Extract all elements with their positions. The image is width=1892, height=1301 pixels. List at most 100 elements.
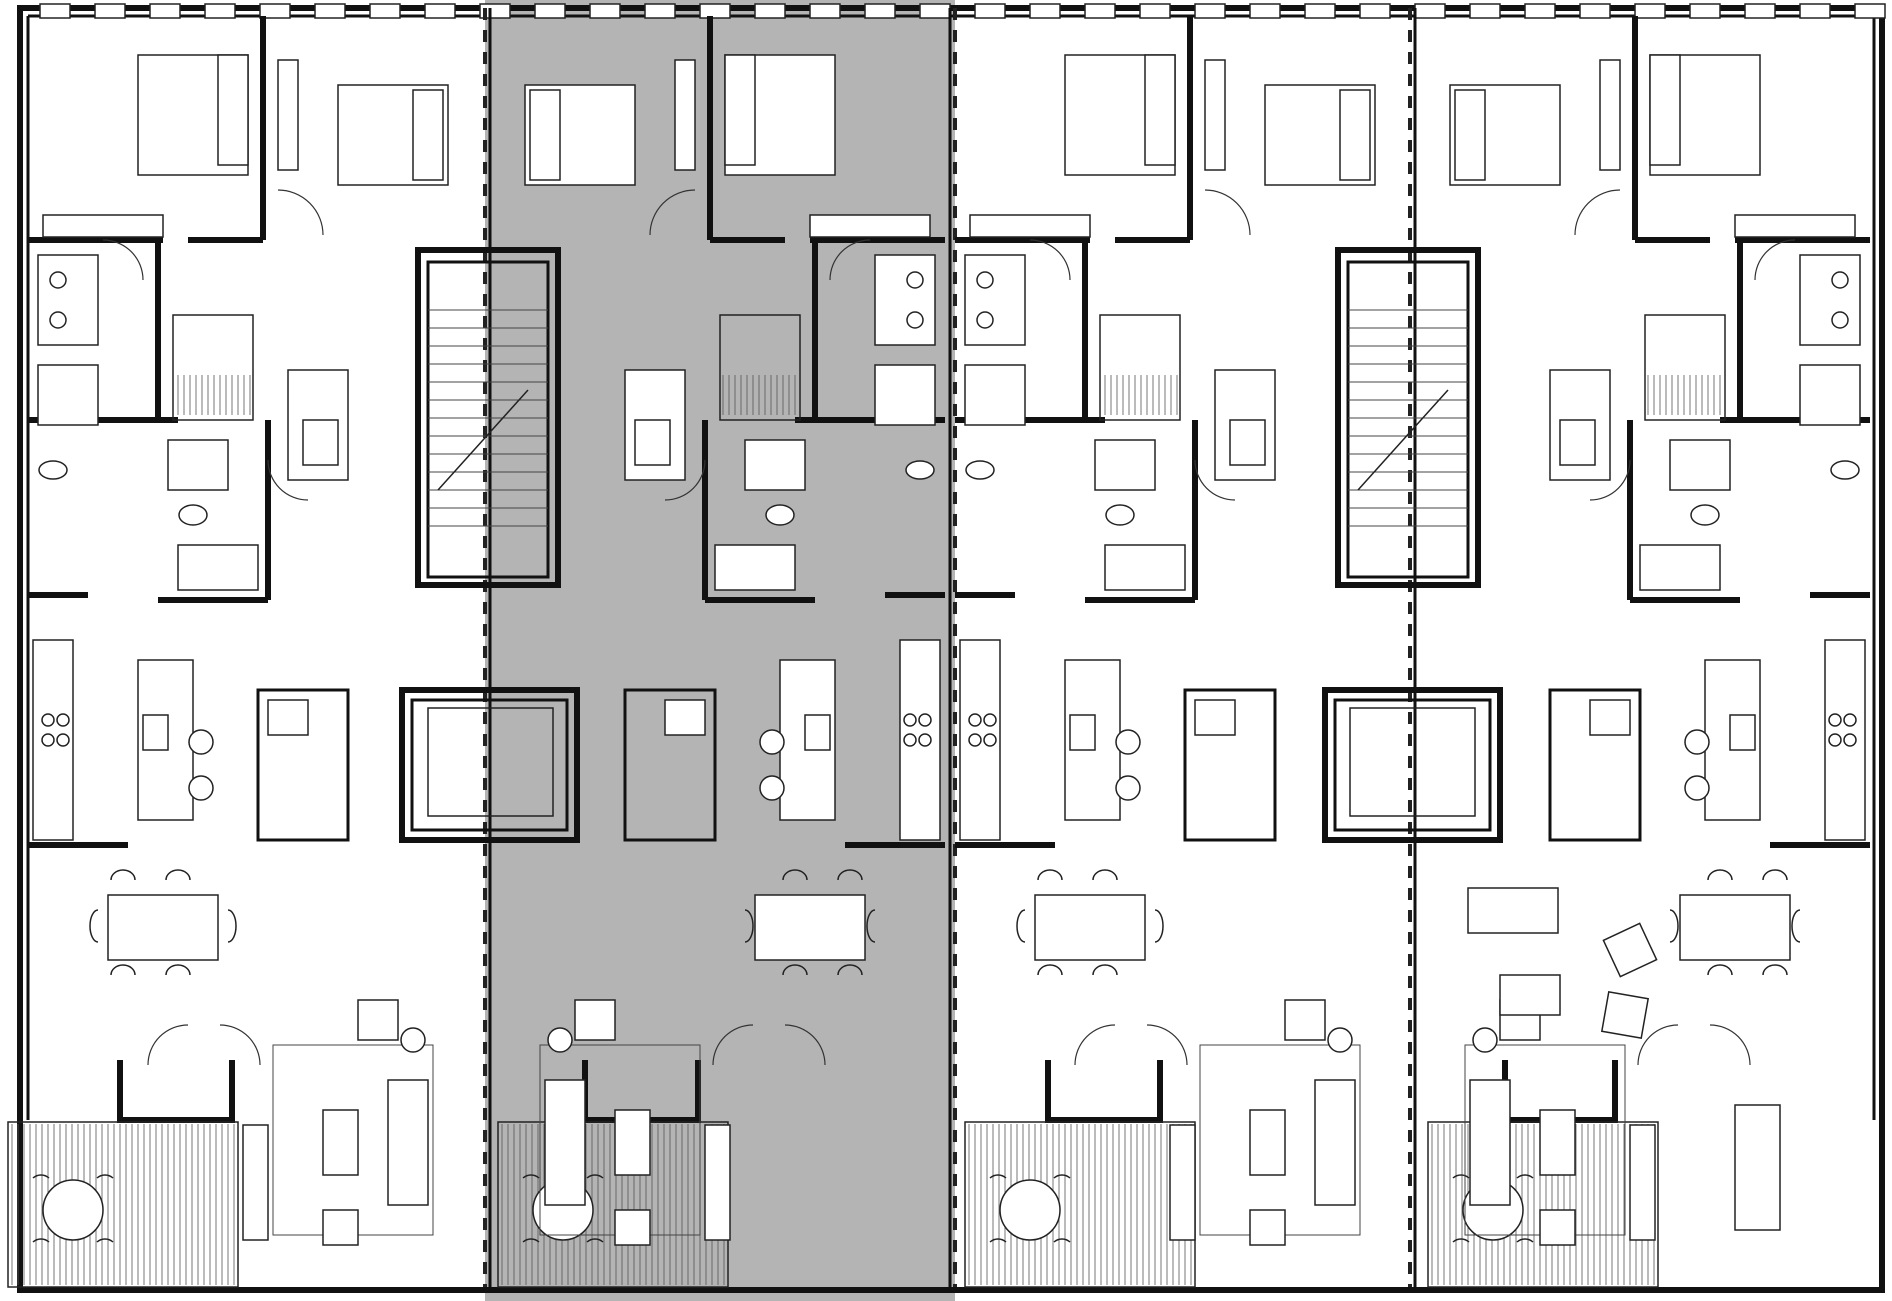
patio-door — [147, 1024, 189, 1066]
sofa — [544, 1079, 586, 1206]
dining-chair — [1707, 869, 1733, 881]
balcony-chair — [1516, 1174, 1534, 1179]
sofa — [1314, 1079, 1356, 1206]
window — [644, 3, 676, 19]
bath2-sink — [1669, 439, 1731, 491]
party-walls — [483, 8, 1417, 1290]
elevator-right — [1322, 687, 1503, 843]
storage-shelf — [1194, 699, 1236, 736]
toilet — [1690, 504, 1720, 526]
stair-break-line — [1357, 389, 1449, 491]
dining-chair — [837, 869, 863, 881]
unit-interiors — [28, 16, 1870, 1246]
cooktop-burner — [56, 733, 70, 747]
bathtub — [177, 544, 259, 591]
window — [1304, 3, 1336, 19]
sofa — [1469, 1079, 1511, 1206]
wardrobe — [674, 59, 696, 171]
armchair — [614, 1209, 651, 1246]
bed-pillow — [1144, 54, 1176, 166]
stool — [759, 729, 785, 755]
bed-pillow — [1454, 89, 1486, 181]
dining-table — [107, 894, 219, 961]
dresser — [1734, 214, 1856, 238]
window — [1524, 3, 1556, 19]
door-swing — [664, 459, 706, 501]
bathtub — [1104, 544, 1186, 591]
window — [1084, 3, 1116, 19]
sink — [976, 311, 994, 329]
island-sink — [1069, 714, 1096, 751]
dining-chair — [165, 869, 191, 881]
balcony-chair — [586, 1238, 604, 1243]
media-console — [1169, 1124, 1196, 1241]
window — [479, 3, 511, 19]
window — [589, 3, 621, 19]
balcony-chair — [96, 1238, 114, 1243]
wardrobe — [277, 59, 299, 171]
bathtub — [1639, 544, 1721, 591]
shower — [874, 364, 936, 426]
dining-chair — [1037, 964, 1063, 976]
stool — [188, 775, 214, 801]
patio-door — [1637, 1024, 1679, 1066]
dining-chair — [89, 909, 99, 943]
window — [94, 3, 126, 19]
bed-pillow — [412, 89, 444, 181]
cooktop-burner — [1843, 733, 1857, 747]
window — [1249, 3, 1281, 19]
lounge-chair — [574, 999, 616, 1041]
closet-outline — [172, 314, 254, 421]
dresser — [809, 214, 931, 238]
toilet — [1830, 460, 1860, 480]
balcony-chair — [1452, 1238, 1470, 1243]
storage — [1183, 688, 1277, 842]
cooktop-burner — [983, 733, 997, 747]
dining-table — [1034, 894, 1146, 961]
dining-chair — [1669, 909, 1679, 943]
dining-chair — [165, 964, 191, 976]
closet-outline — [1099, 314, 1181, 421]
cooktop-burner — [968, 713, 982, 727]
closet-outline — [1644, 314, 1726, 421]
island-sink — [142, 714, 169, 751]
dining-chair — [1092, 869, 1118, 881]
cooktop-burner — [41, 713, 55, 727]
window — [1029, 3, 1061, 19]
toilet — [905, 460, 935, 480]
window — [754, 3, 786, 19]
cooktop-burner — [1828, 733, 1842, 747]
window — [1414, 3, 1446, 19]
elevator-left — [399, 687, 580, 843]
window — [1799, 3, 1831, 19]
bed-pillow — [1649, 54, 1681, 166]
storage-shelf — [1589, 699, 1631, 736]
window — [809, 3, 841, 19]
balcony-chair — [522, 1174, 540, 1179]
sink — [49, 271, 67, 289]
dining-chair — [866, 909, 876, 943]
cooktop-burner — [1828, 713, 1842, 727]
side-table — [547, 1027, 573, 1053]
cooktop-burner — [903, 733, 917, 747]
island-sink — [1729, 714, 1756, 751]
balcony-chair — [32, 1174, 50, 1179]
window — [534, 3, 566, 19]
unit-2 — [524, 16, 945, 1246]
lounge-chair — [1602, 922, 1658, 978]
coffee-table — [1539, 1109, 1576, 1176]
dining-chair — [227, 909, 237, 943]
wardrobe — [1599, 59, 1621, 171]
side-table — [1327, 1027, 1353, 1053]
dining-chair — [1037, 869, 1063, 881]
media-console — [1629, 1124, 1656, 1241]
vanity — [37, 254, 99, 346]
sofa — [387, 1079, 429, 1206]
balcony-table — [42, 1179, 104, 1241]
dining-table — [754, 894, 866, 961]
cooktop-burner — [918, 733, 932, 747]
dining-chair — [1092, 964, 1118, 976]
balcony-table — [999, 1179, 1061, 1241]
storage — [623, 688, 717, 842]
bed-pillow — [1339, 89, 1371, 181]
